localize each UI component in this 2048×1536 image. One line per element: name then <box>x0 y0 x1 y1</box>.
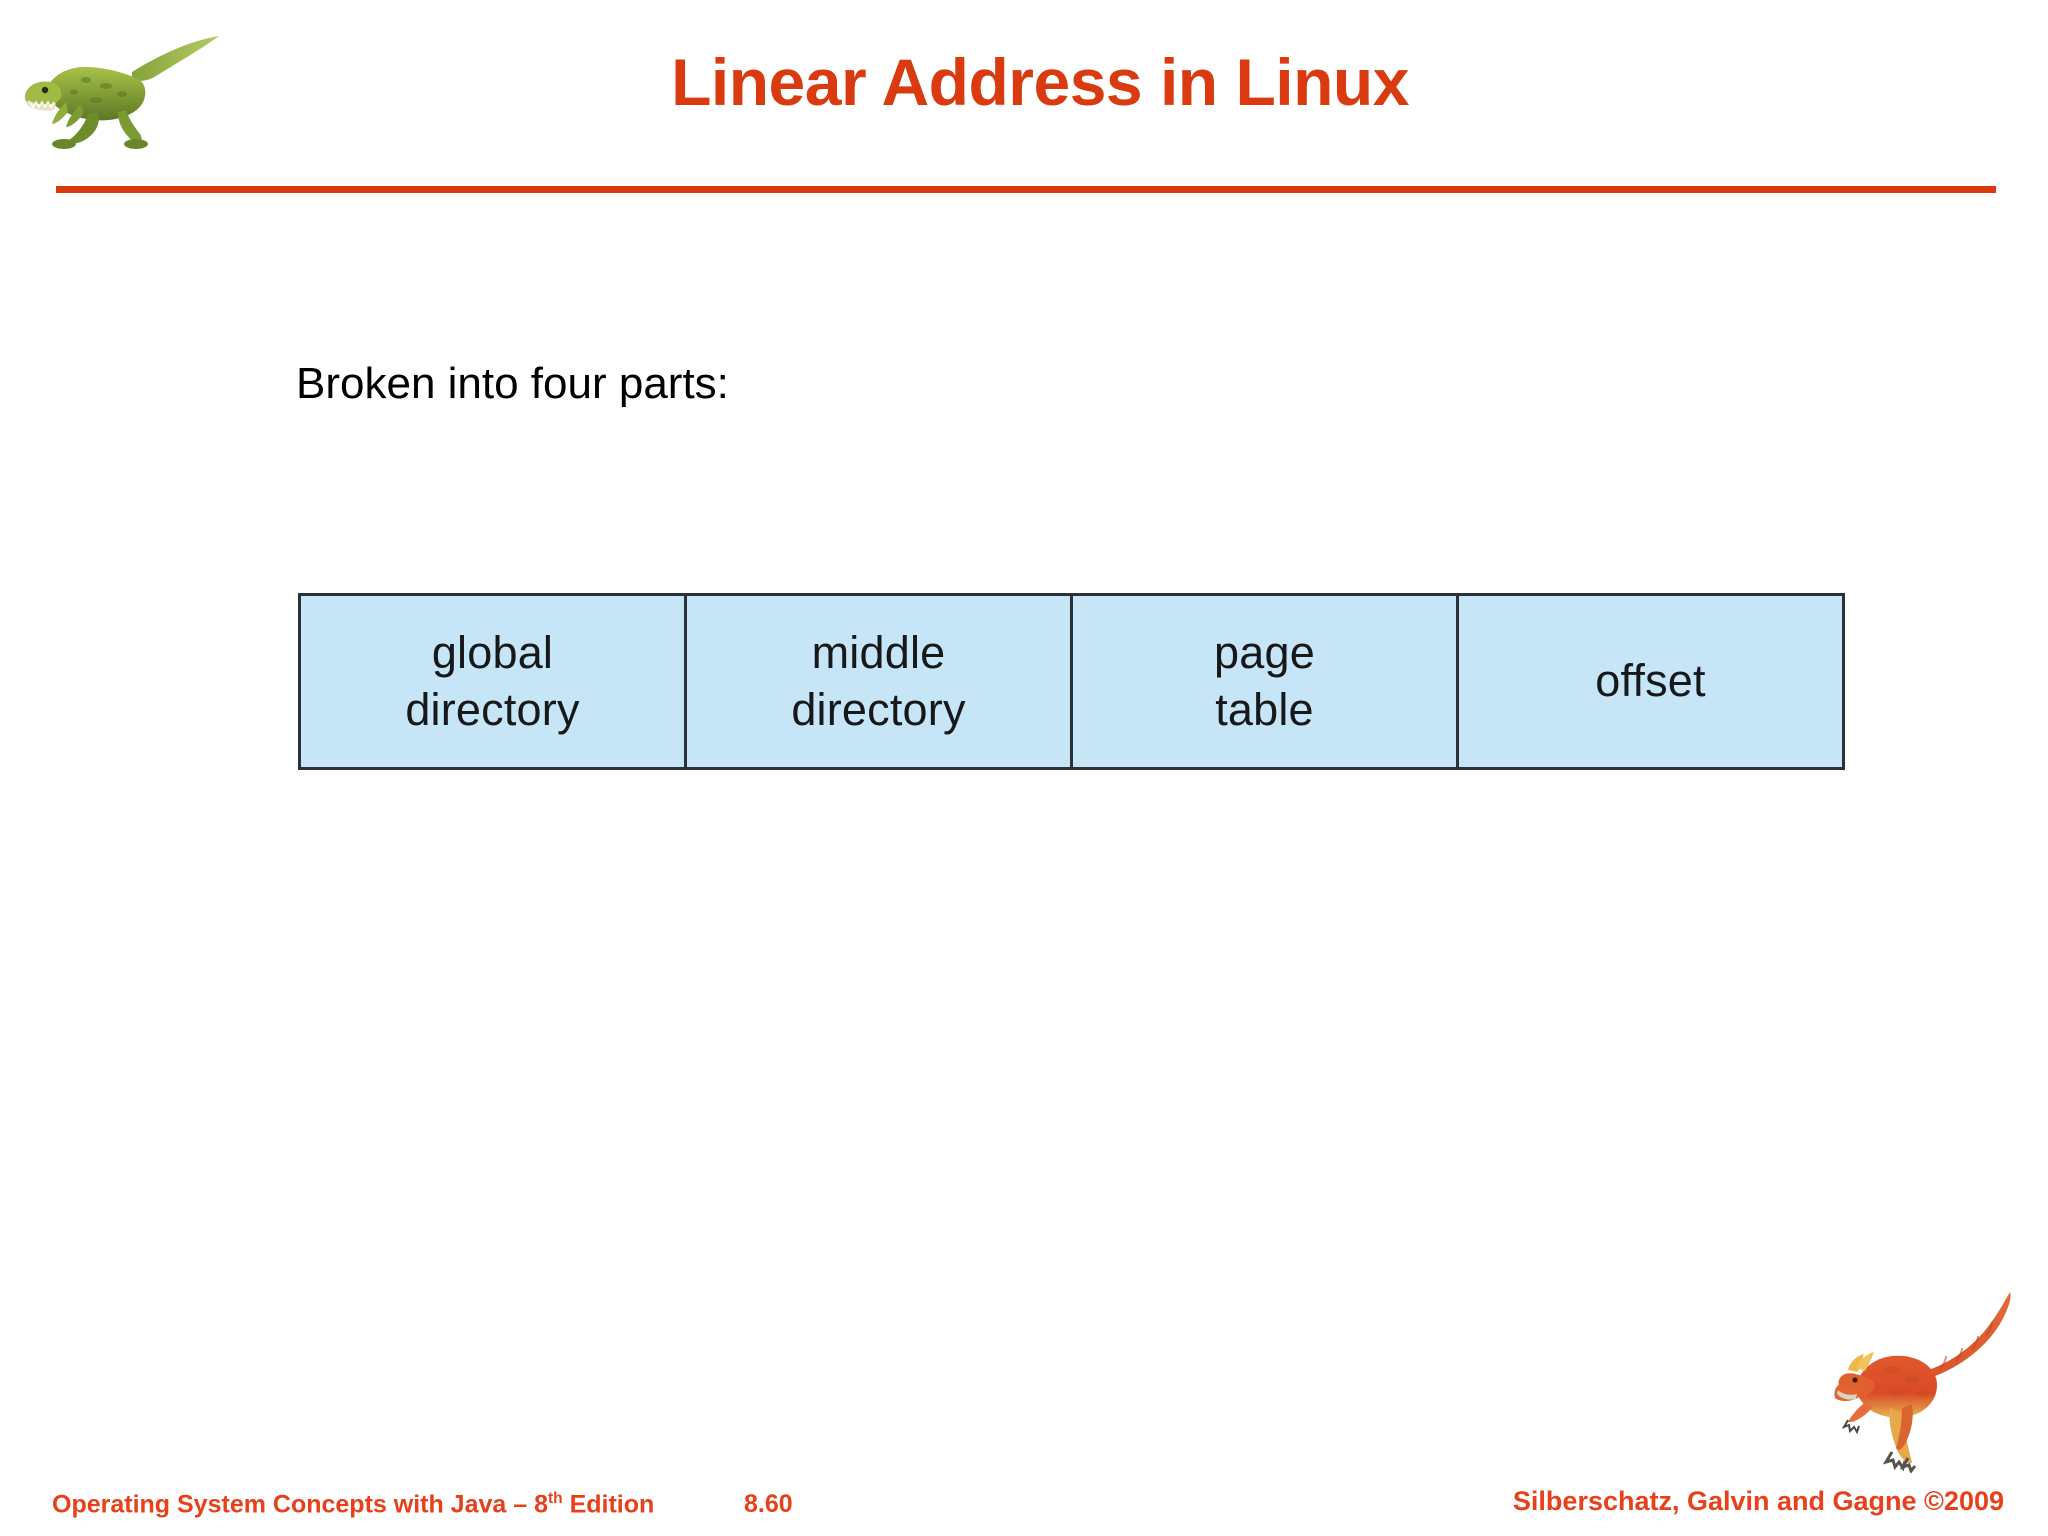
linear-address-layout-diagram: global directory middle directory page t… <box>298 593 1845 770</box>
address-field-label: global directory <box>405 627 580 735</box>
address-field-global-directory: global directory <box>301 596 687 767</box>
footer-edition-suffix: Edition <box>562 1490 655 1519</box>
footer-edition-text: Operating System Concepts with Java – 8t… <box>52 1490 654 1519</box>
page-title: Linear Address in Linux <box>671 45 1409 119</box>
tyrannosaurus-icon <box>14 24 284 154</box>
address-field-label: offset <box>1595 655 1706 707</box>
body-text: Broken into four parts: <box>296 359 729 408</box>
footer-edition-prefix: Operating System Concepts with Java – 8 <box>52 1490 548 1519</box>
address-field-middle-directory: middle directory <box>687 596 1073 767</box>
footer-copyright: Silberschatz, Galvin and Gagne ©2009 <box>1512 1486 2004 1516</box>
address-field-page-table: page table <box>1073 596 1459 767</box>
address-field-label: middle directory <box>791 627 966 735</box>
footer-edition-ordinal: th <box>548 1490 563 1507</box>
title-underline-rule <box>56 186 1996 193</box>
dilophosaurus-icon <box>1828 1288 2040 1473</box>
slide-number: 8.60 <box>744 1490 793 1518</box>
address-field-label: page table <box>1214 627 1315 735</box>
address-field-offset: offset <box>1459 596 1842 767</box>
